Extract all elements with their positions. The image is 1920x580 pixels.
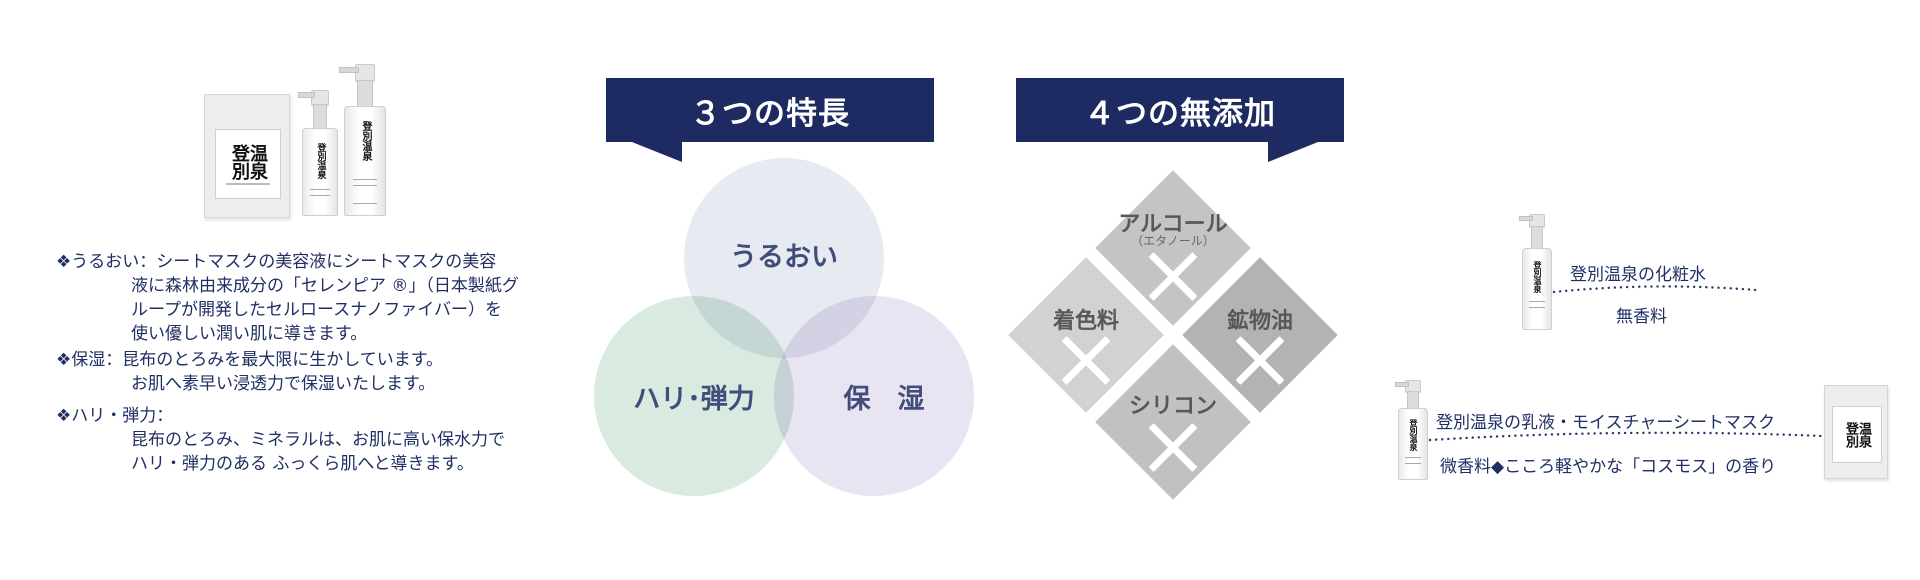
feature-line: 使い優しい潤い肌に導きます。 <box>131 324 368 344</box>
milk-bottle-image: 登別温泉 <box>1395 380 1428 480</box>
sachet-logo-line: 登別 <box>228 143 250 180</box>
diamond-silicone-label: シリコン <box>1128 394 1217 419</box>
feature-line: 液に森林由来成分の「セレンピア ®」（日本製紙グ <box>131 276 519 296</box>
diamond-alcohol-sublabel: （エタノール） <box>1131 234 1215 248</box>
sachet-logo-line: 温泉 <box>1855 421 1871 448</box>
feature-hydration: ❖保湿：昆布のとろみを最大限に生かしています。 お肌へ素早い浸透力で保湿いたしま… <box>56 348 443 396</box>
sheet-mask-sachet-image: 登別 温泉 <box>204 94 290 218</box>
circle-elasticity: ハリ･弾力 <box>594 296 794 496</box>
feature-head: ❖保湿：昆布のとろみを最大限に生かしています。 <box>56 350 444 370</box>
circle-moisture-label: うるおい <box>730 241 838 273</box>
circle-elasticity-label: ハリ･弾力 <box>633 383 755 415</box>
sheet-mask-sachet-small-image: 登別 温泉 <box>1824 385 1888 479</box>
set-scent: 微香料◆こころ軽やかな「コスモス」の香り <box>1440 457 1777 477</box>
additive-free-banner-title: ４つの無添加 <box>1084 95 1276 132</box>
feature-line: ループが開発したセルロースナノファイバー）を <box>131 300 502 320</box>
set-product-name: 登別温泉の乳液・モイスチャーシートマスク <box>1436 413 1775 433</box>
feature-head: ❖うるおい：シートマスクの美容液にシートマスクの美容 <box>56 252 497 272</box>
toner-dotted-leader <box>1552 285 1758 294</box>
toner-product-name: 登別温泉の化粧水 <box>1570 265 1706 285</box>
x-icon <box>1147 250 1199 302</box>
x-icon <box>1060 334 1112 386</box>
sachet-label: 登別 温泉 <box>215 129 281 200</box>
x-icon <box>1234 334 1286 386</box>
bottle-label: 登別温泉 <box>315 143 326 179</box>
bottle-label: 登別温泉 <box>360 121 371 161</box>
feature-line: 昆布のとろみ、ミネラルは、お肌に高い保水力で <box>131 430 505 450</box>
diamond-colorant-label: 着色料 <box>1052 309 1119 334</box>
banner-tail <box>632 142 682 162</box>
diamond-alcohol-label: アルコール <box>1118 212 1228 237</box>
circle-hydration-label: 保 湿 <box>843 383 925 415</box>
features-banner-title: ３つの特長 <box>690 95 850 132</box>
feature-head: ❖ハリ・弾力： <box>56 406 174 426</box>
sachet-logo-line: 登別 <box>1842 421 1858 448</box>
toner-bottle-small-image: 登別温泉 <box>298 90 338 216</box>
milk-bottle-large-image: 登別温泉 <box>339 64 386 216</box>
feature-moisture: ❖うるおい：シートマスクの美容液にシートマスクの美容 液に森林由来成分の「セレン… <box>56 250 519 346</box>
sachet-label: 登別 温泉 <box>1832 406 1882 464</box>
set-dotted-leader <box>1428 431 1824 442</box>
toner-bottle-image: 登別温泉 <box>1519 214 1552 330</box>
feature-line: お肌へ素早い浸透力で保湿いたします。 <box>131 374 436 394</box>
x-icon <box>1147 421 1199 473</box>
feature-elasticity: ❖ハリ・弾力： 昆布のとろみ、ミネラルは、お肌に高い保水力で ハリ・弾力のある … <box>56 404 505 476</box>
circle-hydration: 保 湿 <box>774 296 974 496</box>
banner-tail <box>1268 142 1318 162</box>
feature-line: ハリ・弾力のある ふっくら肌へと導きます。 <box>131 454 474 474</box>
sachet-logo-line: 温泉 <box>246 143 268 180</box>
features-banner: ３つの特長 <box>606 78 934 162</box>
toner-scent: 無香料 <box>1616 307 1667 327</box>
additive-free-banner: ４つの無添加 <box>1016 78 1344 162</box>
bottle-label: 登別温泉 <box>1533 261 1542 293</box>
diamond-mineral-oil-label: 鉱物油 <box>1226 309 1293 334</box>
bottle-label: 登別温泉 <box>1409 419 1418 451</box>
